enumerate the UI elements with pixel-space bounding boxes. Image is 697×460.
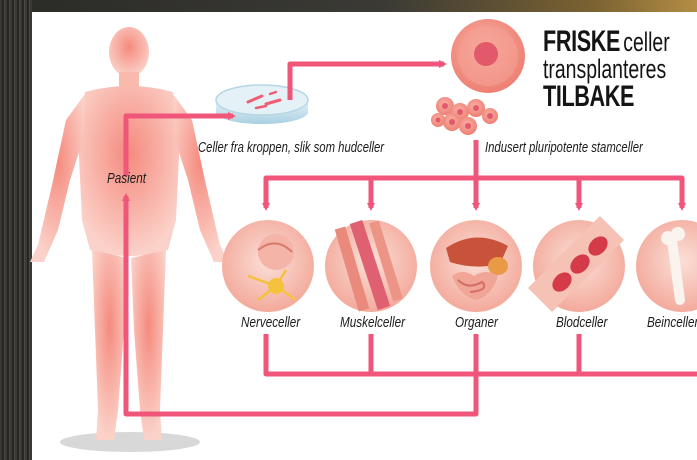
stem-cell-label: Indusert pluripotente stamceller — [485, 140, 643, 156]
headline: FRISKE celler transplanteres TILBAKE — [543, 30, 670, 113]
dish-label: Celler fra kroppen, slik som hudceller — [198, 140, 384, 156]
cell-label-organs: Organer — [455, 314, 498, 331]
nerve-circle — [222, 220, 314, 312]
return-bar — [266, 334, 697, 374]
muscle-circle — [325, 220, 417, 312]
patient-label: Pasient — [107, 170, 146, 187]
organs-circle — [430, 220, 522, 312]
arrow-back-to-patient — [126, 196, 476, 414]
cell-label-blood: Blodceller — [556, 314, 607, 331]
cell-label-nerve: Nerveceller — [241, 314, 300, 331]
cell-label-bone: Beinceller — [647, 314, 697, 331]
headline-light: celler — [623, 27, 669, 57]
arrow-dish-to-stemcell — [290, 64, 444, 100]
bone-circle — [636, 220, 697, 312]
blood-circle — [533, 220, 625, 312]
human-body-illustration — [30, 27, 228, 452]
stem-cell-illustration — [431, 19, 525, 135]
cell-label-muscle: Muskelceller — [340, 314, 405, 331]
headline-line3: TILBAKE — [543, 80, 634, 113]
